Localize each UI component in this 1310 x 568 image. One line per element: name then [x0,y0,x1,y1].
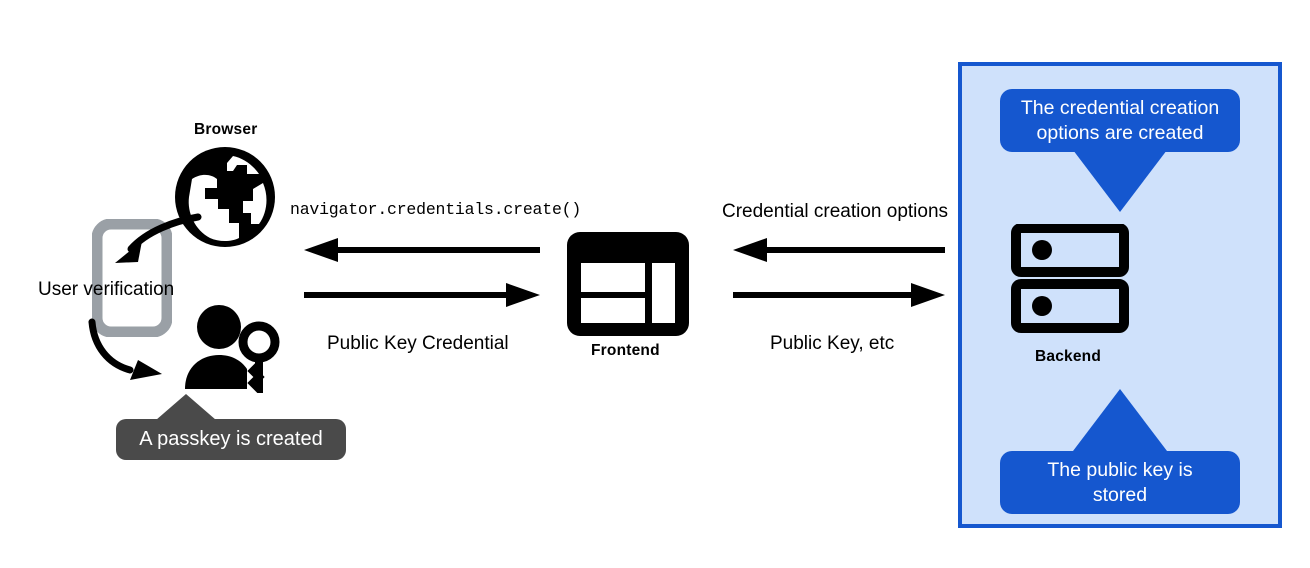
arrow-label-public-key-etc: Public Key, etc [770,333,895,354]
callout-line-2: stored [1092,483,1148,506]
arrow-frontend-to-backend [733,283,945,309]
frontend-label: Frontend [591,342,660,359]
arrow-label-credential-creation-options: Credential creation options [722,201,949,222]
credential-options-callout-tail [1073,150,1167,212]
callout-line-1: The public key is [1047,458,1193,481]
public-key-stored-callout: The public key is stored [1000,451,1240,514]
smartphone-icon [92,219,172,337]
passkey-created-tooltip: A passkey is created [116,419,346,460]
arrow-label-navigator-create: navigator.credentials.create() [290,200,582,219]
user-verification-label: User verification [38,279,175,300]
globe-icon [171,143,279,251]
callout-line-2: options are created [1036,121,1204,144]
server-icon [1011,224,1129,334]
backend-label: Backend [1035,348,1102,365]
arrow-backend-to-frontend [733,238,945,264]
arrow-frontend-to-browser [304,238,540,264]
arrow-browser-to-frontend [304,283,540,309]
arrow-label-public-key-credential: Public Key Credential [327,333,509,354]
browser-label: Browser [194,121,258,138]
credential-options-callout: The credential creation options are crea… [1000,89,1240,152]
public-key-stored-callout-tail [1073,389,1167,451]
browser-window-icon [567,232,689,336]
callout-line-1: The credential creation [1020,96,1220,119]
passkey-tooltip-tail [156,394,216,420]
browser-to-device-arrow [95,205,205,285]
device-to-user-arrow [80,318,190,390]
user-with-key-icon [183,305,283,393]
